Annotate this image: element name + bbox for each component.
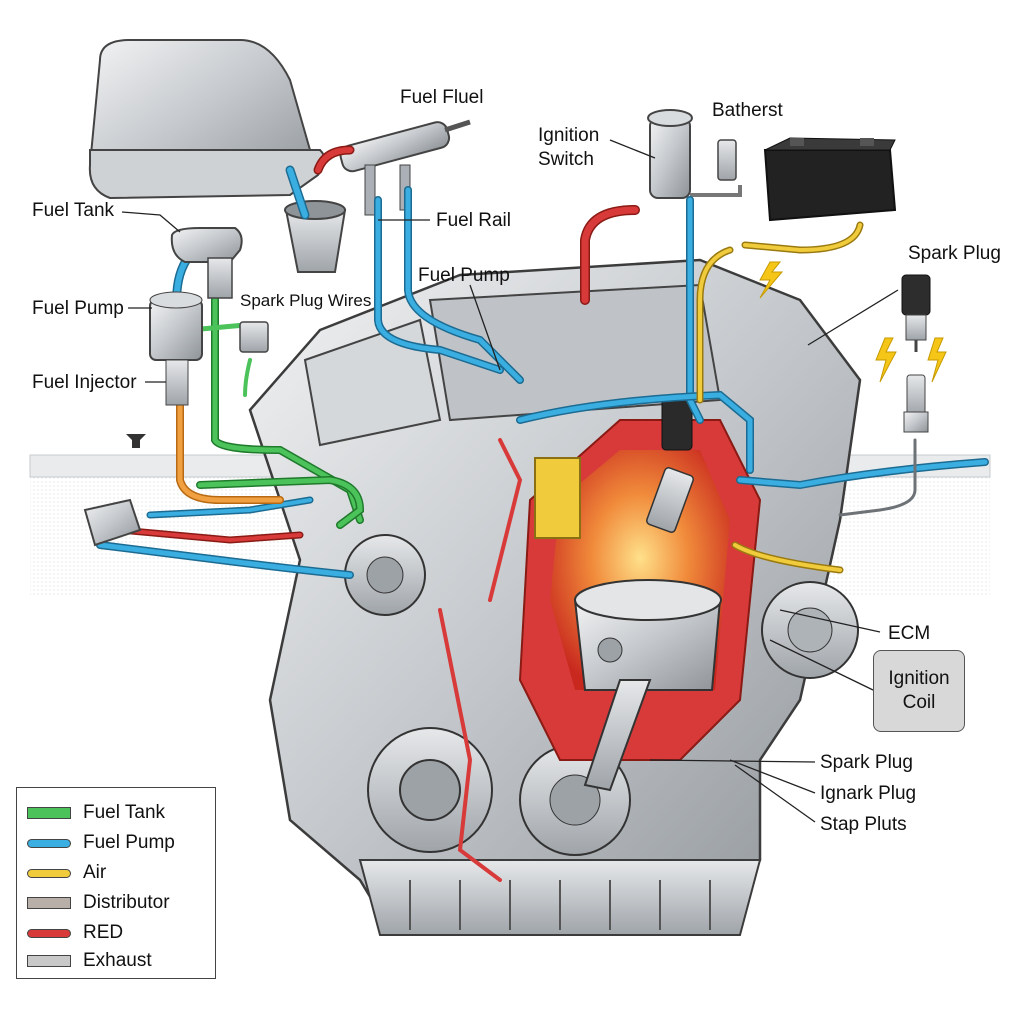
legend-swatch-exhaust (27, 955, 71, 967)
leader-lines (121, 139, 899, 823)
label-fuel-rail: Fuel Rail (436, 210, 511, 231)
label-ignition-coil-line1: Ignition (888, 668, 950, 689)
legend-swatch-fuel-pump (27, 838, 71, 848)
label-batherst: Batherst (712, 100, 783, 121)
label-spark-plug-top: Spark Plug (908, 243, 1001, 264)
battery (763, 137, 897, 222)
legend-swatch-distributor (27, 897, 71, 909)
label-ignition-switch-line2: Switch (538, 149, 594, 170)
yellow-module (534, 457, 581, 539)
label-fuel-pump-left: Fuel Pump (32, 298, 124, 319)
label-fuel-pump-center: Fuel Pump (418, 265, 510, 286)
ignition-switch-part (647, 109, 742, 199)
legend-label: Distributor (83, 892, 170, 913)
label-fuel-tank: Fuel Tank (32, 200, 115, 221)
label-ignition-switch-line1: Ignition (538, 125, 600, 146)
ignition-coil-box: Ignition Coil (873, 650, 965, 732)
fuel-pump-part (149, 227, 269, 406)
legend-item-fuel-tank: Fuel Tank (27, 802, 165, 824)
legend-swatch-red (27, 928, 71, 938)
label-ignition-coil-line2: Coil (902, 692, 936, 713)
legend-item-red: RED (27, 922, 123, 944)
legend-label: RED (83, 922, 124, 943)
fuel-cup (284, 200, 347, 273)
spark-plug-parts (759, 261, 947, 433)
label-spark-plug-wires: Spark Plug Wires (240, 291, 372, 310)
hose-lines (96, 145, 989, 882)
label-fuel-injector: Fuel Injector (32, 372, 137, 393)
legend: Fuel Tank Fuel Pump Air Distributor RED … (16, 787, 216, 979)
legend-item-distributor: Distributor (27, 892, 170, 914)
label-spark-plug-bottom: Spark Plug (820, 752, 913, 773)
label-ecm: ECM (888, 623, 931, 644)
legend-label: Fuel Tank (83, 802, 166, 823)
legend-swatch-fuel-tank (27, 807, 71, 819)
legend-label: Fuel Pump (83, 832, 175, 853)
fuel-tank-housing (88, 39, 326, 200)
legend-label: Air (83, 862, 107, 883)
legend-item-fuel-pump: Fuel Pump (27, 832, 175, 854)
label-fuel-fluel: Fuel Fluel (400, 87, 484, 108)
legend-swatch-air (27, 868, 71, 878)
legend-item-air: Air (27, 862, 106, 884)
fuel-cap-part (83, 434, 146, 547)
legend-item-exhaust: Exhaust (27, 950, 152, 972)
legend-label: Exhaust (83, 950, 152, 971)
label-ignark-plug: Ignark Plug (820, 783, 917, 804)
label-stap-pluts: Stap Pluts (820, 814, 907, 835)
